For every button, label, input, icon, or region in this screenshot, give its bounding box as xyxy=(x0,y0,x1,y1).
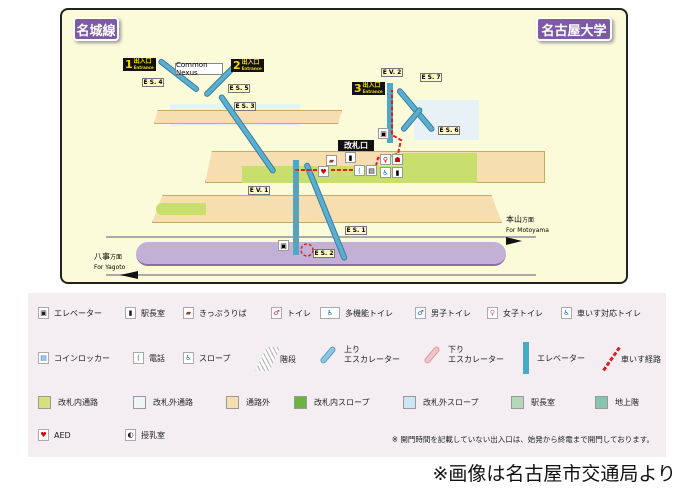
tag-es4: E S. 4 xyxy=(142,78,164,87)
elevator-icon-ev2: ▣ xyxy=(378,128,389,139)
legend-wheelchair-toilet: ♿車いす対応トイレ xyxy=(561,307,641,319)
elevator-shaft-icon xyxy=(523,342,529,374)
elevator-icon: ▣ xyxy=(38,307,49,319)
legend-area-1: 改札外通路 xyxy=(133,396,193,409)
up-escalator-icon xyxy=(319,345,337,365)
ticket-machine-icon: ▰ xyxy=(183,307,194,319)
legend: ▣エレベーター ▮駅長室 ▰きっぷうりば ♂トイレ ♿多機能トイレ ♂男子トイレ… xyxy=(28,293,666,457)
common-nexus-label: Common Nexus xyxy=(175,61,223,77)
ticket-gate-label: 改札口 xyxy=(338,140,374,151)
women-toilet-icon: ♀ xyxy=(487,307,498,319)
telephone-icon: ( xyxy=(133,352,144,364)
track-upper xyxy=(106,236,536,238)
restroom-icon: ♀ xyxy=(380,154,391,165)
legend-station-office: ▮駅長室 xyxy=(125,307,165,319)
arrow-right-icon xyxy=(506,237,522,245)
tag-es5: E S. 5 xyxy=(228,84,250,93)
legend-area-3: 改札内スロープ xyxy=(294,396,370,409)
slope-area xyxy=(156,203,206,215)
elevator-ev2 xyxy=(387,83,393,143)
telephone-icon: ( xyxy=(354,165,365,176)
station-name-badge: 名古屋大学 xyxy=(536,17,612,41)
tag-es3: E S. 3 xyxy=(234,102,256,111)
legend-aed: ♥AED xyxy=(38,429,71,441)
legend-down-escalator: 下り エスカレーター xyxy=(422,345,504,365)
legend-area-4: 改札外スロープ xyxy=(403,396,479,409)
station-office-icon: ▮ xyxy=(345,152,356,163)
legend-area-6: 地上階 xyxy=(595,396,639,409)
nursing-room-icon: ▮ xyxy=(392,167,403,178)
legend-area-0: 改札内通路 xyxy=(38,396,98,409)
legend-locker: ▤コインロッカー xyxy=(38,352,110,364)
elevator-icon-ev1: ▣ xyxy=(278,240,289,251)
down-escalator-icon xyxy=(423,345,441,365)
legend-elevator-shaft: エレベーター xyxy=(523,342,585,374)
legend-area-2: 通路外 xyxy=(226,396,270,409)
legend-up-escalator: 上り エスカレーター xyxy=(318,345,400,365)
legend-stairs: 階段 xyxy=(255,347,296,371)
tag-es1: E S. 1 xyxy=(345,226,367,235)
tag-ev2: E V. 2 xyxy=(381,68,403,77)
legend-toilet: ♂トイレ xyxy=(271,307,311,319)
arrow-left-icon xyxy=(120,271,138,279)
legend-men: ♂男子トイレ xyxy=(415,307,471,319)
legend-nursing: ◐授乳室 xyxy=(125,429,165,441)
aed-icon: ♥ xyxy=(38,429,49,441)
wheelchair-route-icon xyxy=(602,346,621,372)
tag-ev1: E V. 1 xyxy=(248,186,270,195)
paid-area-east xyxy=(402,153,477,183)
legend-multipurpose: ♿多機能トイレ xyxy=(320,307,393,319)
legend-ticket: ▰きっぷうりば xyxy=(183,307,247,319)
coin-locker-icon: ▤ xyxy=(366,165,377,176)
slope-icon: ♿ xyxy=(183,352,194,364)
legend-wheelchair-route: 車いす経路 xyxy=(602,345,661,373)
tag-es6: E S. 6 xyxy=(438,126,460,135)
station-office-icon: ▮ xyxy=(125,307,136,319)
track-lower xyxy=(106,274,536,276)
legend-women: ♀女子トイレ xyxy=(487,307,543,319)
image-credit: ※画像は名古屋市交通局より xyxy=(432,463,676,485)
aed-icon: ♥ xyxy=(318,166,329,177)
nursing-room-icon: ◐ xyxy=(125,429,136,441)
ticket-machine-icon: ▰ xyxy=(326,155,337,166)
legend-slope: ♿スロープ xyxy=(183,352,231,364)
legend-area-5: 駅長室 xyxy=(511,396,555,409)
wheelchair-icon: ♿ xyxy=(561,307,572,319)
legend-note: ※ 開門時間を記載していない出入口は、始発から終電まで開門しております。 xyxy=(391,435,654,444)
men-toilet-icon: ♂ xyxy=(415,307,426,319)
wheelchair-icon: ♿ xyxy=(380,167,391,178)
legend-elevator: ▣エレベーター xyxy=(38,307,102,319)
tag-es2: E S. 2 xyxy=(313,249,335,258)
multipurpose-toilet-icon: ♿ xyxy=(320,307,340,319)
multipurpose-restroom-icon: ☗ xyxy=(392,154,403,165)
legend-phone: (電話 xyxy=(133,352,165,364)
line-name-badge: 名城線 xyxy=(73,17,119,41)
stairs-icon xyxy=(255,347,281,371)
coin-locker-icon: ▤ xyxy=(38,352,49,364)
tag-es7: E S. 7 xyxy=(420,73,442,82)
toilet-icon: ♂ xyxy=(271,307,282,319)
